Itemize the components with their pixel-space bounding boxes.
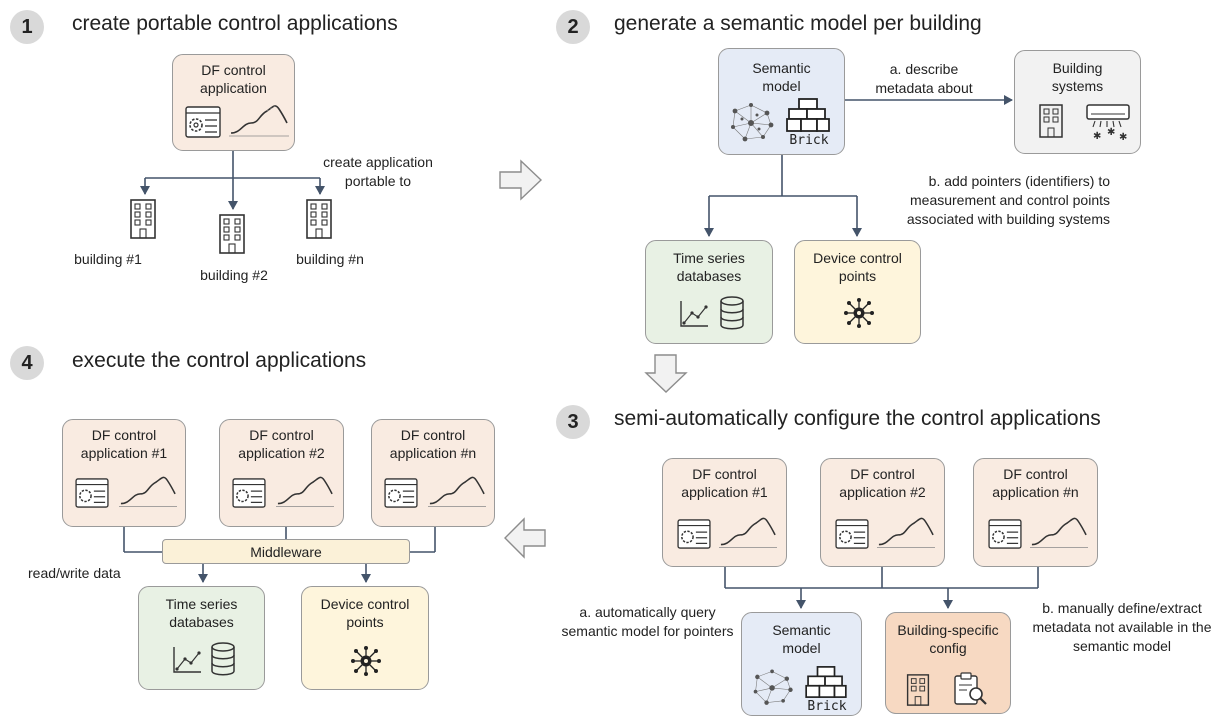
svg-text:✱: ✱ bbox=[1107, 127, 1115, 138]
middleware-bar: Middleware bbox=[162, 539, 410, 564]
device-control-label: Device control points bbox=[813, 250, 902, 284]
auto-query-label: a. automatically query semantic model fo… bbox=[561, 604, 734, 639]
semantic-model-box: Semantic model Brick bbox=[718, 48, 845, 155]
df-control-app-1-label: DF control application #1 bbox=[80, 427, 168, 461]
building-icon bbox=[130, 199, 156, 239]
timeseries-db-label: Time series databases bbox=[165, 596, 238, 630]
step-3-title: semi-automatically configure the control… bbox=[614, 407, 1101, 430]
knowledge-graph-icon bbox=[753, 669, 793, 705]
df-control-app-2-box-exec: DF control application #2 bbox=[219, 419, 344, 527]
device-control-box-exec: Device control points bbox=[301, 586, 429, 690]
df-control-app-1-box: DF control application #1 bbox=[662, 458, 787, 567]
demand-curve-icon bbox=[428, 476, 486, 507]
line-chart-icon bbox=[680, 301, 708, 327]
svg-text:✱: ✱ bbox=[1119, 132, 1127, 143]
brick-label: Brick bbox=[789, 133, 829, 148]
demand-curve-icon bbox=[719, 517, 777, 548]
df-control-app-n-box-exec: DF control application #n bbox=[371, 419, 495, 527]
step-3-number: 3 bbox=[556, 405, 590, 439]
brick-icon bbox=[786, 98, 830, 132]
building-icon bbox=[219, 214, 245, 254]
semantic-model-label: Semantic model bbox=[772, 622, 831, 656]
app-settings-icon bbox=[75, 478, 109, 508]
control-network-icon bbox=[351, 646, 381, 676]
building-icon bbox=[306, 199, 332, 239]
building-label-n: building #n bbox=[296, 251, 364, 267]
timeseries-db-box: Time series databases bbox=[645, 240, 773, 344]
device-control-label: Device control points bbox=[320, 596, 410, 630]
demand-curve-icon bbox=[877, 517, 935, 548]
line-chart-icon bbox=[173, 647, 201, 673]
database-icon bbox=[211, 642, 235, 676]
read-write-label: read/write data bbox=[28, 565, 121, 581]
df-control-app-box: DF control application bbox=[172, 54, 295, 151]
df-control-app-1-label: DF control application #1 bbox=[681, 466, 768, 500]
step-2-title: generate a semantic model per building bbox=[614, 12, 982, 35]
building-label-1: building #1 bbox=[74, 251, 142, 267]
app-settings-icon bbox=[835, 519, 869, 549]
svg-text:✱: ✱ bbox=[1093, 131, 1101, 142]
building-icon bbox=[1039, 104, 1063, 138]
df-control-app-label: DF control application bbox=[200, 62, 267, 96]
step-2-number: 2 bbox=[556, 10, 590, 44]
df-control-app-n-label: DF control application #n bbox=[992, 466, 1079, 500]
building-systems-box: Building systems ✱ ✱ ✱ bbox=[1014, 50, 1141, 154]
semantic-model-label: Semantic model bbox=[752, 60, 811, 94]
step-1-number: 1 bbox=[10, 10, 44, 44]
app-settings-icon bbox=[384, 478, 418, 508]
step-4-number: 4 bbox=[10, 346, 44, 380]
timeseries-db-label: Time series databases bbox=[673, 250, 745, 284]
app-settings-icon bbox=[232, 478, 266, 508]
manual-define-label: b. manually define/extract metadata not … bbox=[1032, 600, 1212, 654]
df-control-app-1-box-exec: DF control application #1 bbox=[62, 419, 186, 527]
demand-curve-icon bbox=[276, 476, 334, 507]
knowledge-graph-icon bbox=[731, 103, 774, 142]
portable-edge-label: create application portable to bbox=[323, 154, 433, 189]
df-control-app-2-box: DF control application #2 bbox=[820, 458, 945, 567]
app-settings-icon bbox=[185, 106, 221, 138]
demand-curve-icon bbox=[119, 476, 177, 507]
semantic-model-box-step3: Semantic model Brick bbox=[741, 612, 862, 716]
building-config-box: Building-specific config bbox=[885, 612, 1011, 714]
add-pointers-label: b. add pointers (identifiers) to measure… bbox=[906, 173, 1110, 227]
df-control-app-2-label: DF control application #2 bbox=[839, 466, 926, 500]
brick-label: Brick bbox=[807, 699, 847, 714]
building-systems-label: Building systems bbox=[1051, 60, 1104, 94]
app-settings-icon bbox=[988, 519, 1022, 549]
df-control-app-n-label: DF control application #n bbox=[389, 427, 477, 461]
df-control-app-2-label: DF control application #2 bbox=[238, 427, 325, 461]
app-settings-icon bbox=[677, 519, 711, 549]
middleware-label: Middleware bbox=[250, 544, 322, 560]
clipboard-search-icon bbox=[954, 672, 987, 705]
control-network-icon bbox=[844, 298, 874, 328]
demand-curve-icon bbox=[229, 105, 289, 137]
building-label-2: building #2 bbox=[200, 267, 268, 283]
df-control-app-n-box: DF control application #n bbox=[973, 458, 1098, 567]
step-4-title: execute the control applications bbox=[72, 349, 367, 372]
database-icon bbox=[720, 296, 744, 330]
building-config-label: Building-specific config bbox=[897, 622, 999, 656]
describe-metadata-label: a. describe metadata about bbox=[875, 61, 973, 96]
demand-curve-icon bbox=[1030, 517, 1088, 548]
building-icon bbox=[906, 674, 930, 706]
air-conditioner-icon: ✱ ✱ ✱ bbox=[1086, 104, 1130, 143]
device-control-box: Device control points bbox=[794, 240, 921, 344]
step-1-title: create portable control applications bbox=[72, 12, 398, 35]
brick-icon bbox=[805, 666, 847, 698]
timeseries-db-box-exec: Time series databases bbox=[138, 586, 265, 690]
